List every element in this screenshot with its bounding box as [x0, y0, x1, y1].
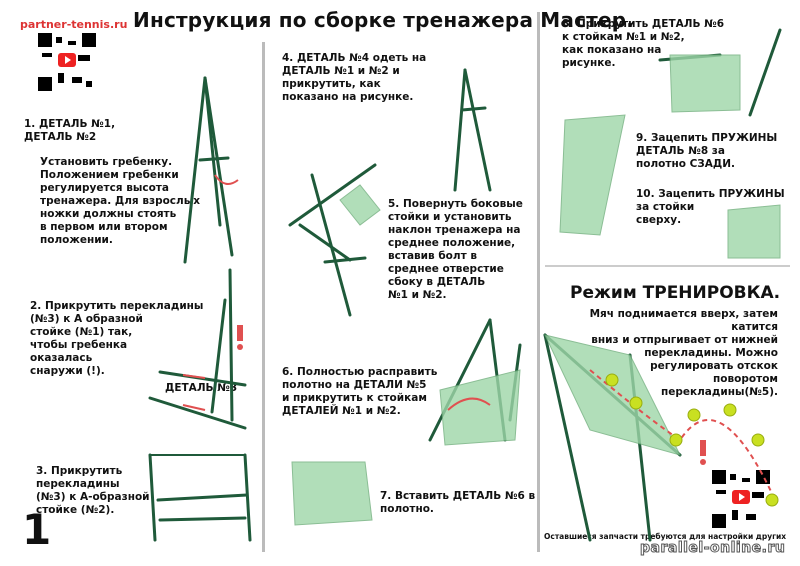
frame-step3 — [148, 453, 252, 542]
arrow-step2b — [182, 404, 206, 411]
exclamation-icon — [237, 325, 706, 465]
step-4-text: 4. ДЕТАЛЬ №4 одеть на ДЕТАЛЬ №1 и №2 и п… — [282, 52, 427, 103]
net-step9 — [559, 114, 626, 236]
net-training — [544, 334, 681, 456]
column-divider — [537, 12, 540, 552]
step-7-text: 7. Вставить ДЕТАЛЬ №6 в полотно. — [380, 490, 536, 515]
page-number: 1 — [22, 505, 52, 554]
net-step10 — [727, 204, 781, 259]
net-step6 — [439, 369, 521, 446]
watermark: parallel-online.ru — [639, 540, 786, 557]
training-mode-text: Мяч поднимается вверх, затем катится вни… — [589, 308, 778, 398]
page-title: Инструкция по сборке тренажера Мастер. — [133, 8, 635, 32]
arrow-step2a — [182, 374, 206, 379]
ball-trajectory — [589, 369, 779, 507]
frame-step1 — [183, 76, 234, 264]
step-8-text: 8. Прикрутить ДЕТАЛЬ №6 к стойкам №1 и №… — [562, 18, 725, 69]
net-part-step5 — [339, 184, 381, 226]
step-1-text: Установить гребенку. Положением гребенки… — [40, 156, 200, 246]
arrow-step1 — [214, 174, 239, 185]
training-mode-title: Режим ТРЕНИРОВКА. — [570, 283, 781, 303]
step-9-text: 9. Зацепить ПРУЖИНЫ ДЕТАЛЬ №8 за полотно… — [636, 132, 778, 170]
step-3-text: 3. Прикрутить перекладины (№3) к А-образ… — [36, 465, 150, 516]
frame-step4 — [453, 68, 492, 192]
step-5-text: 5. Повернуть боковые стойки и установить… — [388, 198, 523, 301]
step-2-text: 2. Прикрутить перекладины (№3) к А образ… — [30, 300, 204, 377]
step-10-text: 10. Зацепить ПРУЖИНЫ за стойки сверху. — [636, 188, 785, 226]
step-6-text: 6. Полностью расправить полотно на ДЕТАЛ… — [282, 366, 438, 417]
net-step8 — [669, 54, 741, 113]
youtube-icon — [58, 53, 76, 67]
qr-code-top — [38, 33, 96, 91]
section-divider — [545, 265, 790, 267]
site-url[interactable]: partner-tennis.ru — [20, 18, 128, 31]
youtube-icon — [732, 490, 750, 504]
column-divider — [262, 42, 265, 552]
frame-step2 — [148, 268, 247, 430]
step-1-heading: 1. ДЕТАЛЬ №1, ДЕТАЛЬ №2 — [24, 118, 116, 143]
frame-step5 — [288, 163, 377, 317]
net-step7 — [291, 461, 373, 526]
arrow-step6 — [447, 397, 491, 411]
footnote: Оставшиеся запчасти требуются для настро… — [544, 532, 787, 541]
qr-code-bottom — [712, 470, 770, 528]
